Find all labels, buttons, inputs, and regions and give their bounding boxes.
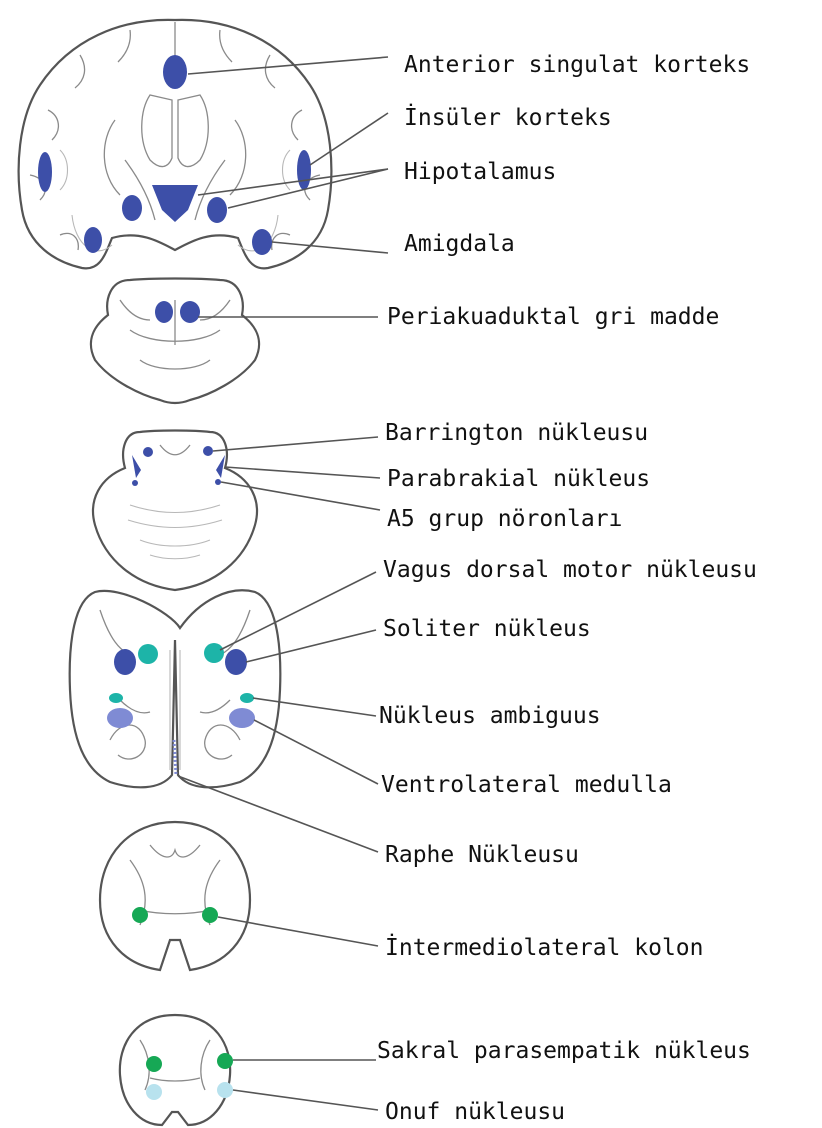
sacral-para-region-right bbox=[217, 1053, 233, 1069]
pons-section bbox=[93, 431, 257, 591]
amygdala-region-right bbox=[252, 229, 272, 255]
label-amygdala: Amigdala bbox=[404, 231, 515, 257]
onuf-region-right bbox=[217, 1082, 233, 1098]
a5-dot-right bbox=[215, 479, 221, 485]
vagus-dmn-region-right bbox=[204, 643, 224, 663]
labels: Anterior singulat korteks İnsüler kortek… bbox=[377, 52, 757, 1125]
amygdala-region-left bbox=[84, 227, 102, 253]
sacral-spinal-section bbox=[120, 1015, 233, 1125]
leader-barrington bbox=[213, 437, 378, 451]
pag-region-left bbox=[155, 301, 173, 323]
label-insular: İnsüler korteks bbox=[404, 103, 612, 131]
iml-region-left bbox=[132, 907, 148, 923]
label-solitary: Soliter nükleus bbox=[383, 616, 591, 642]
vlm-region-left bbox=[107, 708, 133, 728]
vagus-dmn-region-left bbox=[138, 644, 158, 664]
leader-parabrachial bbox=[225, 467, 380, 478]
label-iml: İntermediolateral kolon bbox=[385, 933, 704, 961]
barrington-dot-left bbox=[143, 447, 153, 457]
label-onuf: Onuf nükleusu bbox=[385, 1099, 565, 1125]
vlm-region-right bbox=[229, 708, 255, 728]
label-barrington: Barrington nükleusu bbox=[385, 420, 648, 446]
label-anterior-cingulate: Anterior singulat korteks bbox=[404, 52, 750, 78]
label-pag: Periakuaduktal gri madde bbox=[387, 304, 719, 330]
ambiguus-region-right bbox=[240, 693, 254, 703]
leader-vlm bbox=[254, 720, 378, 784]
iml-region-right bbox=[202, 907, 218, 923]
solitary-region-left bbox=[114, 649, 136, 675]
onuf-region-left bbox=[146, 1084, 162, 1100]
label-hypothalamus: Hipotalamus bbox=[404, 159, 556, 185]
thoracic-outline bbox=[100, 822, 250, 970]
hypothalamus-side-right bbox=[207, 197, 227, 223]
insular-region-right bbox=[297, 150, 311, 190]
label-ambiguus: Nükleus ambiguus bbox=[379, 703, 601, 729]
sacral-outline bbox=[120, 1015, 230, 1125]
medulla-section bbox=[70, 590, 281, 787]
insular-region-left bbox=[38, 152, 52, 192]
label-parabrachial: Parabrakial nükleus bbox=[387, 466, 650, 492]
anterior-cingulate-region bbox=[163, 55, 187, 89]
a5-dot-left bbox=[132, 480, 138, 486]
hypothalamus-side-left bbox=[122, 195, 142, 221]
midbrain-section bbox=[91, 279, 259, 404]
label-raphe: Raphe Nükleusu bbox=[385, 842, 579, 868]
solitary-region-right bbox=[225, 649, 247, 675]
label-a5: A5 grup nöronları bbox=[387, 506, 622, 532]
pag-region-right bbox=[180, 301, 200, 323]
raphe-region bbox=[174, 740, 176, 775]
label-sacral-para: Sakral parasempatik nükleus bbox=[377, 1038, 751, 1064]
ambiguus-region-left bbox=[109, 693, 123, 703]
barrington-dot-right bbox=[203, 446, 213, 456]
cerebrum-coronal-section bbox=[19, 20, 332, 268]
label-vagus-dmn: Vagus dorsal motor nükleusu bbox=[383, 557, 757, 583]
label-vlm: Ventrolateral medulla bbox=[381, 772, 672, 798]
thoracic-spinal-section bbox=[100, 822, 250, 970]
sacral-para-region-left bbox=[146, 1056, 162, 1072]
leader-onuf bbox=[233, 1090, 378, 1110]
